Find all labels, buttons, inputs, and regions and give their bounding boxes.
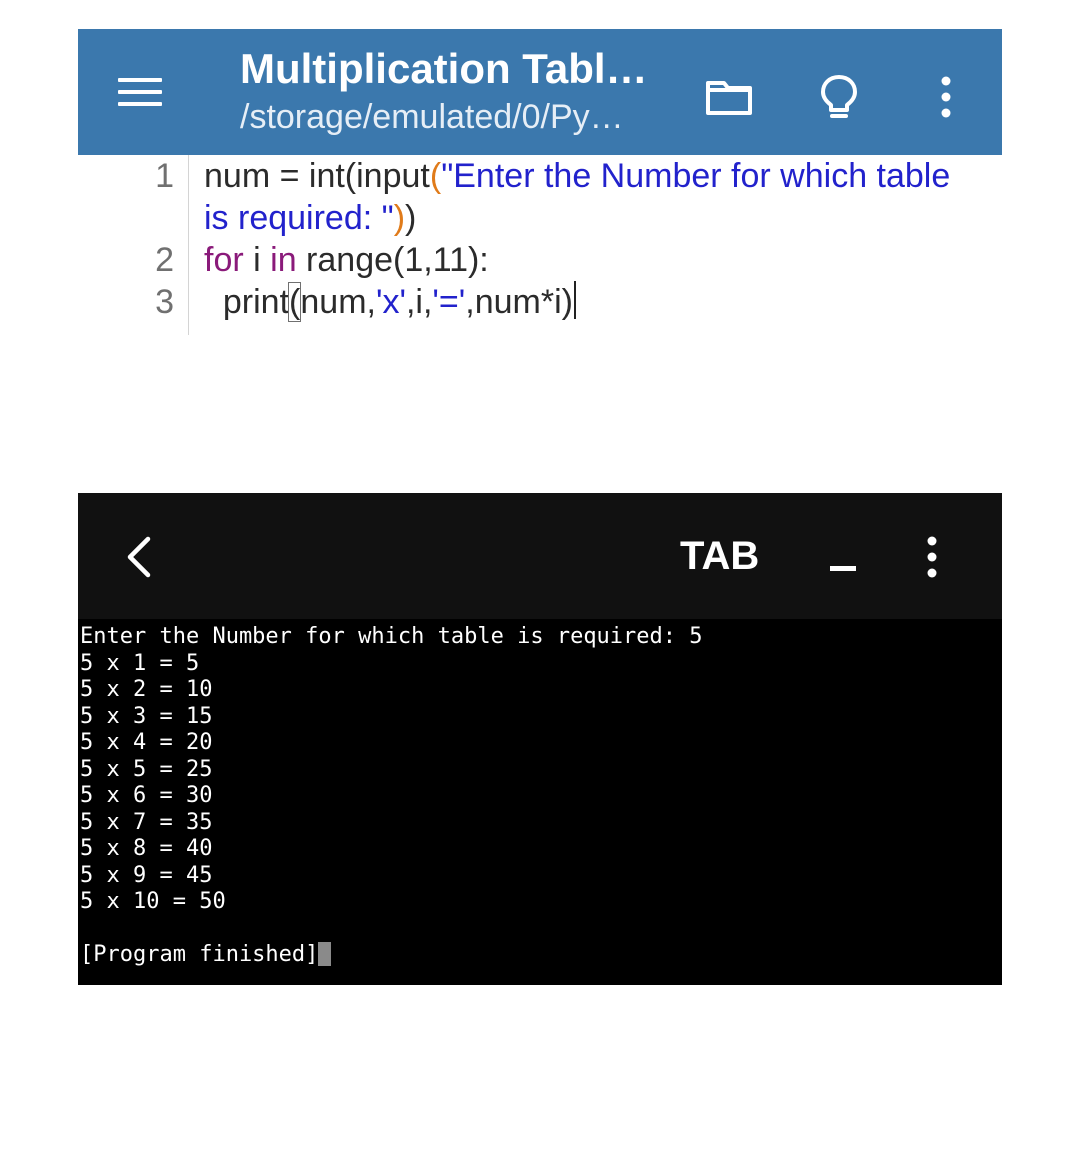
terminal-cursor [318,942,332,966]
code-token: ,i, [405,283,433,321]
line-number: 1 [155,157,174,195]
output-line: 5 x 5 = 25 [80,756,213,782]
code-line-1-wrap[interactable]: is required: ")) [204,197,416,239]
terminal-window[interactable]: TAB Enter the Number for which table is … [78,493,1002,985]
string-literal: '=' [432,283,466,321]
code-token: ( [429,157,442,195]
line-number-gutter: 1 2 3 [78,155,189,335]
more-vert-icon[interactable] [918,69,974,125]
file-path: /storage/emulated/0/Py… [240,98,624,136]
more-vert-icon[interactable] [904,529,960,585]
code-line-2[interactable]: for i in range(1,11): [204,239,489,281]
text-caret [573,281,576,319]
code-token: ) [393,199,406,237]
output-line: 5 x 9 = 45 [80,862,213,888]
folder-icon[interactable] [702,69,758,125]
code-line-1[interactable]: num = int(input("Enter the Number for wh… [204,155,950,197]
code-editor[interactable]: 1 2 3 num = int(input("Enter the Number … [78,155,1002,335]
output-line: Enter the Number for which table is requ… [80,624,703,649]
output-line: 5 x 1 = 5 [80,650,200,676]
output-line: 5 x 2 = 10 [80,677,213,702]
menu-icon[interactable] [118,76,162,108]
code-line-3[interactable]: print(num,'x',i,'=',num*i) [204,281,576,323]
editor-titles: Multiplication Tabl… /storage/emulated/0… [240,43,670,139]
code-token: ) [405,199,417,237]
output-line [80,916,703,943]
file-title: Multiplication Tabl… [240,45,648,92]
string-literal: is required: " [204,199,394,237]
underscore-glyph [830,566,856,571]
underscore-key-button[interactable] [828,529,858,579]
line-number: 2 [155,241,174,279]
line-number: 3 [155,283,174,321]
output-line: 5 x 4 = 20 [80,730,213,755]
program-finished-text: [Program finished] [80,942,319,967]
output-line: 5 x 8 = 40 [80,836,213,861]
terminal-toolbar: TAB [78,493,1002,619]
code-token: print [204,283,290,321]
code-token: num, [300,283,376,321]
code-token: range(1,11): [296,241,489,279]
output-line: 5 x 10 = 50 [80,889,226,914]
editor-app-bar: Multiplication Tabl… /storage/emulated/0… [78,29,1002,155]
tab-key-button[interactable]: TAB [680,534,760,578]
output-line: 5 x 7 = 35 [80,809,213,835]
output-line: 5 x 3 = 15 [80,703,213,729]
lightbulb-icon[interactable] [811,69,867,125]
code-token: num = int(input [204,157,430,195]
matched-bracket: ( [288,282,302,322]
terminal-output: Enter the Number for which table is requ… [80,624,703,969]
string-literal: 'x' [375,283,406,321]
keyword: in [270,241,297,279]
back-icon[interactable] [118,533,162,581]
code-token: i [243,241,271,279]
keyword: for [204,241,244,279]
code-token: ,num*i) [465,283,573,321]
output-line: 5 x 6 = 30 [80,783,213,808]
string-literal: "Enter the Number for which table [441,157,951,195]
output-line: [Program finished] [80,942,703,969]
